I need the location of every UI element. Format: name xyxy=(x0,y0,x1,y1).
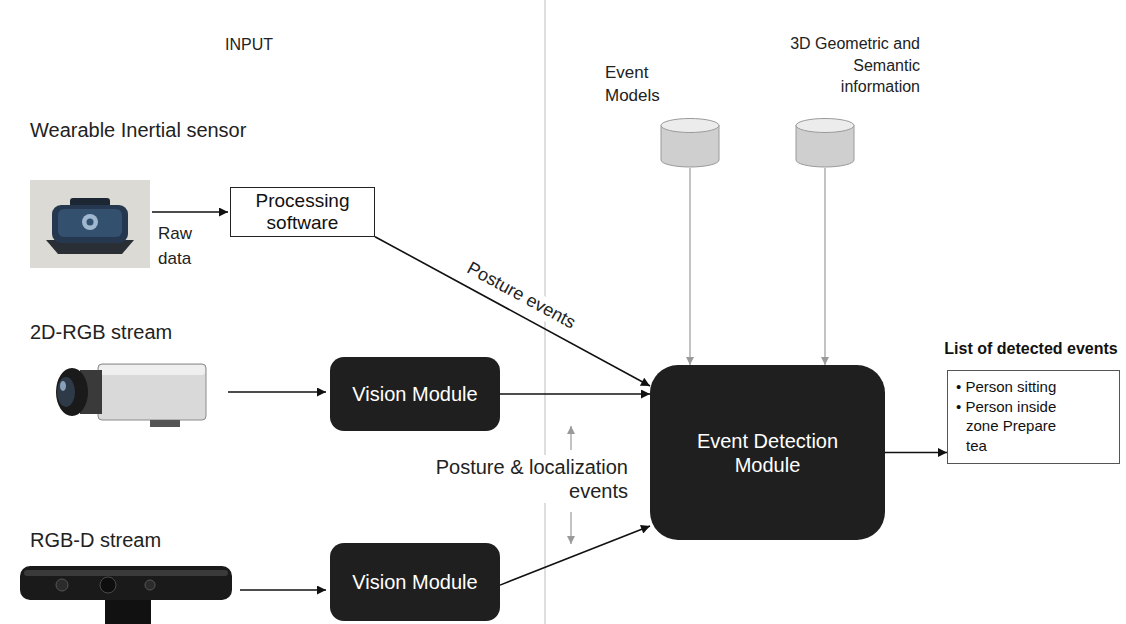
pointer-arrow xyxy=(570,512,571,544)
data-store: 3D Geometric and Semantic information xyxy=(780,33,920,168)
input-arrow xyxy=(228,391,326,393)
camera-mount xyxy=(150,420,180,427)
kinect-sensor xyxy=(145,580,155,590)
list-item: • Person sitting xyxy=(956,377,1076,397)
kinect-lens xyxy=(100,577,116,593)
sensor-photo xyxy=(30,180,150,268)
process-box: Processing software xyxy=(230,187,375,237)
stream-label: RGB-D stream xyxy=(30,528,161,552)
camera-lens xyxy=(56,368,88,416)
data-store: Event Models xyxy=(605,62,725,168)
connector-arrow xyxy=(500,393,650,395)
module-box: Vision Module xyxy=(330,543,500,621)
camera-picture xyxy=(56,364,206,427)
kinect-top xyxy=(24,570,228,576)
box-label: Processing software xyxy=(237,190,368,234)
cylinder-top xyxy=(661,119,719,133)
module-box: Vision Module xyxy=(330,357,500,431)
box-label: Event Detection Module xyxy=(662,429,873,477)
kinect-bar xyxy=(20,566,232,600)
stream-label: 2D-RGB stream xyxy=(30,320,172,344)
module-box: Event Detection Module xyxy=(650,365,885,540)
flow-label: Posture & localization events xyxy=(413,455,628,503)
edge-label: Posture events xyxy=(460,257,581,336)
input-arrow xyxy=(240,589,326,591)
list-item: • Person inside zone Prepare tea xyxy=(956,397,1076,456)
input-arrow xyxy=(152,211,228,213)
store-cylinder xyxy=(660,118,720,168)
store-label: 3D Geometric and Semantic information xyxy=(780,33,920,98)
box-label: Vision Module xyxy=(352,382,477,406)
box-label: Vision Module xyxy=(352,570,477,594)
sensor-face xyxy=(58,209,122,237)
connector-arrow xyxy=(689,168,690,365)
pointer-arrow xyxy=(570,426,571,450)
store-label: Event Models xyxy=(605,62,669,108)
sensor-logo xyxy=(87,219,94,226)
camera-glint xyxy=(60,381,66,391)
list-title: List of detected events xyxy=(940,338,1122,360)
section-title: INPUT xyxy=(225,35,273,54)
arrow-label: Raw data xyxy=(158,222,208,271)
camera-top xyxy=(99,365,205,375)
list-frame: • Person sitting• Person inside zone Pre… xyxy=(947,370,1120,464)
kinect-stand xyxy=(105,600,151,624)
output-list: List of detected events • Person sitting•… xyxy=(940,338,1122,464)
connector-arrow xyxy=(885,452,947,454)
sensor-label: Wearable Inertial sensor xyxy=(30,118,246,142)
cylinder-top xyxy=(796,119,854,133)
depth-camera-picture xyxy=(20,566,232,624)
connector-arrow xyxy=(824,168,825,365)
sensor-body xyxy=(52,205,128,243)
connector-arrow xyxy=(500,526,650,585)
camera-glass xyxy=(57,377,75,407)
sensor-logo xyxy=(82,214,98,230)
kinect-sensor xyxy=(56,579,68,591)
photo-ground xyxy=(30,180,150,268)
store-cylinder xyxy=(795,118,855,168)
camera-body xyxy=(98,364,206,420)
